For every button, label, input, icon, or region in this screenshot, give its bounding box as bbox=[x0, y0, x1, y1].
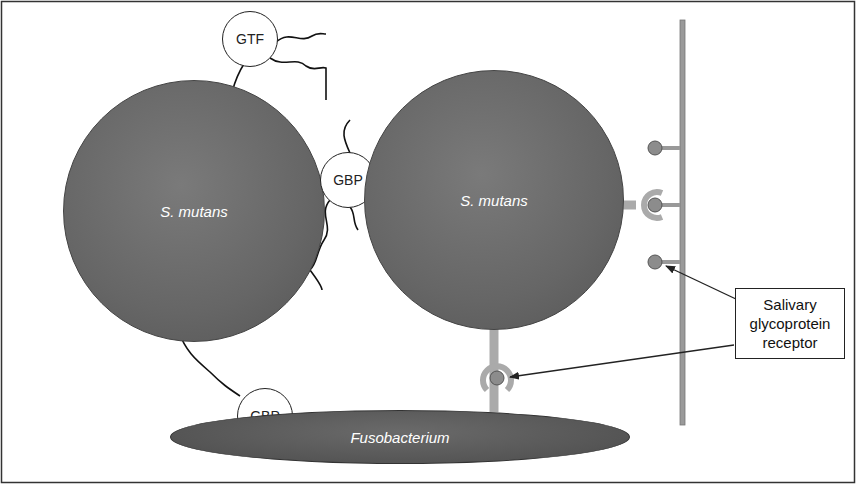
bacterium-cell: S. mutans bbox=[364, 70, 624, 330]
pellicle-surface bbox=[680, 20, 685, 425]
glucan-chain bbox=[350, 207, 358, 230]
receptor-ball bbox=[648, 141, 662, 155]
glucan-chain bbox=[270, 58, 326, 100]
adhesin-cup bbox=[483, 366, 511, 390]
leader-arrow bbox=[510, 345, 734, 377]
receptor-ball bbox=[648, 198, 662, 212]
node-label: S. mutans bbox=[160, 203, 228, 220]
bacterium-cell: Fusobacterium bbox=[170, 410, 630, 464]
receptor-stalk bbox=[660, 203, 680, 207]
node-label: GTF bbox=[236, 31, 264, 47]
node-label: S. mutans bbox=[460, 192, 528, 209]
receptor-stalk bbox=[660, 146, 680, 150]
node-label: Fusobacterium bbox=[350, 429, 449, 446]
receptor-ball bbox=[490, 371, 504, 385]
callout-box: Salivary glycoprotein receptor bbox=[735, 288, 845, 359]
leader-arrow bbox=[666, 266, 738, 300]
glucan-chain bbox=[276, 34, 326, 43]
salivary-receptors bbox=[620, 141, 680, 269]
glucan-chain bbox=[344, 120, 350, 153]
receptor-stalk bbox=[660, 260, 680, 264]
receptor-ball bbox=[648, 255, 662, 269]
adhesin-cup bbox=[644, 192, 662, 218]
coaggregation-receptor bbox=[483, 366, 511, 390]
enzyme-circle: GTF bbox=[222, 11, 278, 67]
node-label: Salivary glycoprotein receptor bbox=[744, 295, 836, 352]
bacterium-cell: S. mutans bbox=[63, 80, 325, 342]
node-label: GBP bbox=[333, 172, 363, 188]
